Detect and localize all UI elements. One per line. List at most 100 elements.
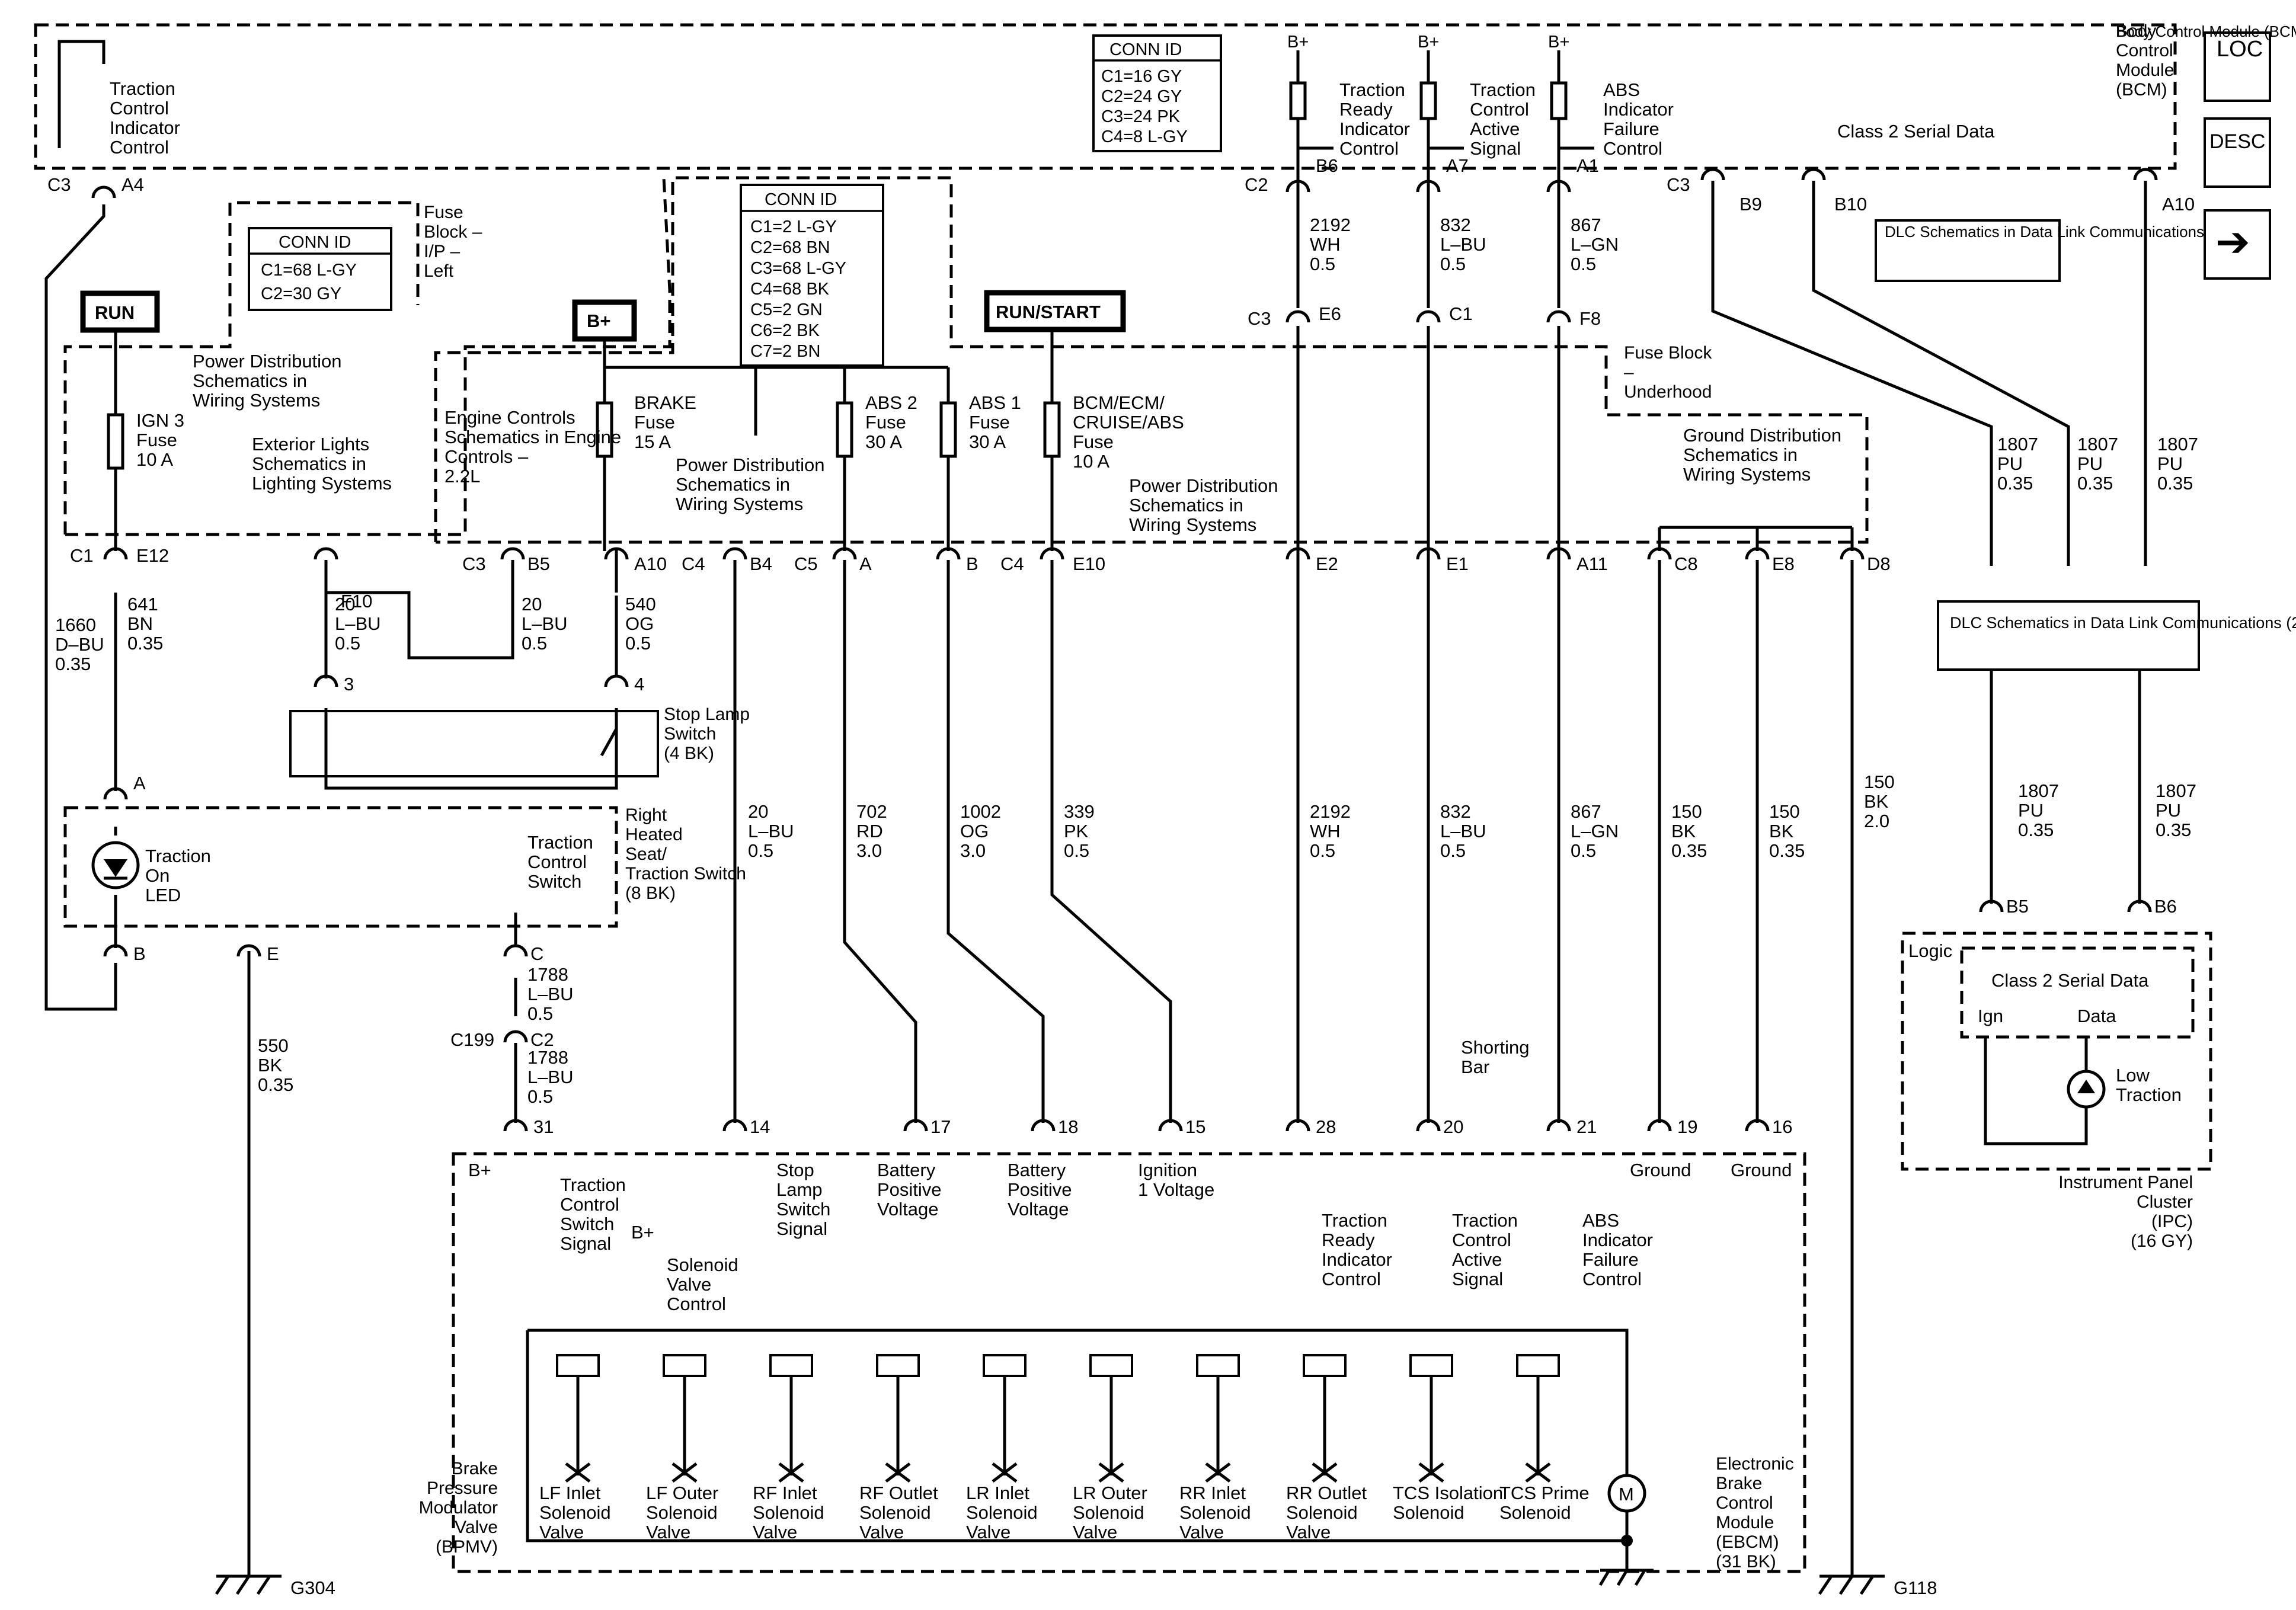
pin-p18: 18 xyxy=(1058,1116,1078,1137)
dlc-box-2: DLC Schematics in Data Link Communicatio… xyxy=(1937,600,2296,671)
pin-c5: C5 xyxy=(794,553,818,574)
stop-lamp-switch-box xyxy=(289,710,659,777)
ebcm-ground1-label: Ground xyxy=(1630,1160,1691,1180)
solenoid-coil xyxy=(663,1354,706,1377)
pin-b10: B10 xyxy=(1834,194,1867,215)
solenoid-coil xyxy=(1409,1354,1453,1377)
uh-conn-title: CONN ID xyxy=(765,190,837,209)
ip-conn-row: C1=68 L-GY xyxy=(261,261,357,280)
pin-p21: 21 xyxy=(1576,1116,1597,1137)
pin-p28: 28 xyxy=(1316,1116,1336,1137)
dlc2-line: DLC Schematics in Data Link Communicatio… xyxy=(1950,614,2296,632)
pin-c8: C8 xyxy=(1674,553,1698,574)
pin-e1: E1 xyxy=(1446,553,1469,574)
ipc-logic-outline xyxy=(1960,946,2195,1039)
runstart-label: RUN/START xyxy=(996,302,1101,322)
valve-symbol xyxy=(1525,1376,1551,1483)
nav-loc-button[interactable]: LOC xyxy=(2204,31,2271,102)
solenoid-coil xyxy=(876,1354,920,1377)
pin-c3c: C3 xyxy=(1248,308,1271,329)
bcm-conn-row: C2=24 GY xyxy=(1101,87,1182,106)
g118-label: G118 xyxy=(1894,1577,1937,1598)
pin-s3: 3 xyxy=(344,674,354,694)
valve-symbol xyxy=(885,1376,911,1483)
bplus-small-2: B+ xyxy=(1418,33,1439,52)
uh-conn-row: C3=68 L-GY xyxy=(750,259,846,278)
fuse-block-uh-border xyxy=(434,176,1869,544)
pin-p20: 20 xyxy=(1443,1116,1463,1137)
fuse-block-ip-border xyxy=(63,177,671,536)
ipc-logic-label: Logic xyxy=(1908,940,1952,961)
bcm-label-text: Body Control Module (BCM) xyxy=(2116,23,2296,40)
switch-outline xyxy=(63,806,618,928)
pin-b: B xyxy=(966,553,978,574)
dlc1-text: DLC Schematics in Data Link Communicatio… xyxy=(1885,223,2204,241)
pin-b4: B4 xyxy=(750,553,772,574)
pin-c4: C4 xyxy=(682,553,705,574)
pin-c1: C1 xyxy=(1449,303,1473,324)
ebcm-bplus1-label: B+ xyxy=(468,1160,491,1180)
fuse-block-uh-label: Fuse Block–Underhood xyxy=(1624,343,1712,402)
pin-f8: F8 xyxy=(1579,308,1601,329)
next-page-button[interactable]: ➔ xyxy=(2204,209,2271,280)
valve-symbol xyxy=(671,1376,698,1483)
pin-c2b: C2 xyxy=(530,1029,554,1050)
ipc-ign-label: Ign xyxy=(1978,1006,2003,1026)
pin-c3b: C3 xyxy=(1667,174,1690,195)
pin-a7: A7 xyxy=(1446,155,1469,176)
pin-a: A xyxy=(859,553,872,574)
bcm-label: Body Control Module (BCM) xyxy=(2116,23,2296,40)
pin-d8: D8 xyxy=(1867,553,1891,574)
pin-a11: A11 xyxy=(1576,553,1608,574)
low-traction-lamp xyxy=(1984,1037,2106,1145)
pin-a10b: A10 xyxy=(2162,194,2195,215)
dlc2-text: DLC Schematics in Data Link Communicatio… xyxy=(1950,614,2296,632)
ebcm-outline xyxy=(452,1152,1806,1573)
pin-p19: 19 xyxy=(1677,1116,1697,1137)
pin-b5: B5 xyxy=(527,553,550,574)
arrow-right-icon: ➔ xyxy=(2215,217,2250,266)
nav-desc-button[interactable]: DESC xyxy=(2204,117,2271,188)
pin-a1: A1 xyxy=(1576,155,1599,176)
pin-c199: C199 xyxy=(450,1029,494,1050)
solenoid-coil xyxy=(1196,1354,1240,1377)
valve-symbol xyxy=(1098,1376,1124,1483)
uh-conn-row: C7=2 BN xyxy=(750,342,820,361)
bcm-conn-title: CONN ID xyxy=(1109,40,1182,59)
ground-g304: G304 xyxy=(215,1574,335,1598)
pin-p16: 16 xyxy=(1772,1116,1792,1137)
